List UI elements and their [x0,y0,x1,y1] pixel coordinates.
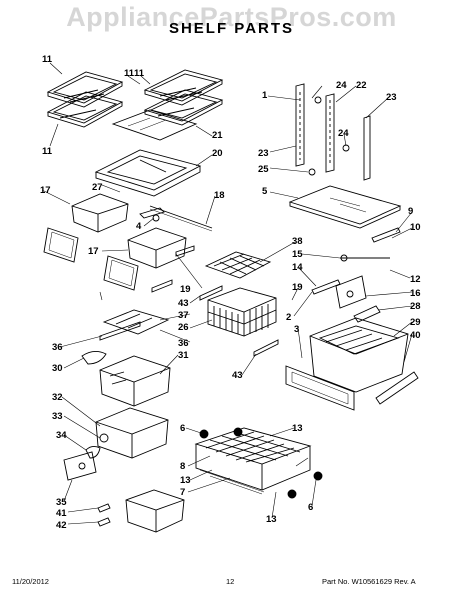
callout-16: 16 [410,288,421,299]
callout-37: 37 [178,310,189,321]
callout-14: 14 [292,262,303,273]
crisper-drawer-front-right [103,255,139,291]
freezer-wire-basket [194,427,312,495]
callout-13c: 13 [266,514,277,525]
watermark: AppliancePartsPros.com [66,2,397,32]
wire-basket [207,287,277,337]
callout-35: 35 [56,497,67,508]
callout-34: 34 [56,430,67,441]
callout-43a: 43 [178,298,189,309]
shelf-rail-center [325,93,335,173]
callout-11c: 11 [124,68,135,79]
callout-36b: 36 [178,338,189,349]
callout-3: 3 [294,324,299,335]
callout-43b: 43 [232,370,243,381]
crisper-cover-frame [94,149,202,197]
callout-31: 31 [178,350,189,361]
callout-22: 22 [356,80,367,91]
drawer-rail-lower-left [151,279,173,293]
clip-41 [97,503,111,513]
callout-28: 28 [410,301,421,312]
callout-26: 26 [178,322,189,333]
callout-25: 25 [258,164,269,175]
pantry-drawer [99,355,171,407]
callout-23a: 23 [386,92,397,103]
footer-date: 11/20/2012 [12,577,49,586]
crisper-drawer-lower [127,227,187,269]
drawer-rail-40 [375,371,419,405]
shelf-frame-right [143,69,224,126]
callout-18: 18 [214,190,225,201]
callout-11a: 11 [42,54,53,65]
callout-4: 4 [136,221,142,232]
callout-15: 15 [292,249,303,260]
callout-1: 1 [262,90,268,101]
crisper-drawer-upper [71,193,129,233]
callout-8: 8 [180,461,185,472]
shelf-frame-left [46,71,124,128]
small-storage-bin [125,489,185,533]
snack-drawer [309,317,409,393]
glass-shelf-insert [111,109,198,141]
drawer-rail-mid [199,285,223,301]
callout-11b: 11 [42,146,53,157]
callout-12: 12 [410,274,421,285]
callout-23b: 23 [258,148,269,159]
callout-5: 5 [262,186,268,197]
callout-9: 9 [408,206,413,217]
callout-6b: 6 [308,502,313,513]
drawer-rail-upper-left [175,245,195,257]
callout-10: 10 [410,222,421,233]
callout-40: 40 [410,330,421,341]
callout-17b: 17 [88,246,99,257]
footer-part-number: Part No. W10561629 Rev. A [322,577,416,586]
callout-29: 29 [410,317,421,328]
shelf-endcap [371,227,401,243]
callout-20: 20 [212,148,223,159]
callout-19a: 19 [180,284,191,295]
callout-36a: 36 [52,342,63,353]
callout-27: 27 [92,182,103,193]
callout-13b: 13 [180,475,191,486]
wire-shelf-grid [204,251,272,279]
callout-2: 2 [286,312,291,323]
crisper-rod [149,205,213,229]
control-plate [63,451,97,481]
shelf-rail-left [295,83,305,167]
callout-30: 30 [52,363,63,374]
callout-21: 21 [212,130,223,141]
callout-41: 41 [56,508,67,519]
drawer-handle [81,351,107,365]
crisper-drawer-front-left [43,227,79,263]
callout-32: 32 [52,392,63,403]
snack-drawer-front [285,365,355,411]
glass-shelf-right [288,185,402,229]
callout-19b: 19 [292,282,303,293]
footer-page-number: 12 [226,577,235,586]
callout-24b: 24 [338,128,349,139]
callout-42: 42 [56,520,67,531]
callout-33: 33 [52,411,63,422]
drawer-rail-right [253,339,279,357]
drawer-slide-assembly [99,309,170,341]
callout-17a: 17 [40,185,51,196]
callout-7: 7 [180,487,185,498]
callout-24a: 24 [336,80,347,91]
shelf-slide-assembly [311,254,390,323]
deli-drawer-body [95,407,169,459]
page-title: SHELF PARTS [168,20,295,37]
shelf-rail-right [363,115,371,181]
callout-38: 38 [292,236,303,247]
callout-6a: 6 [180,423,185,434]
callout-13a: 13 [292,423,303,434]
callout-11d: 11 [134,68,145,79]
clip-42 [97,517,111,527]
